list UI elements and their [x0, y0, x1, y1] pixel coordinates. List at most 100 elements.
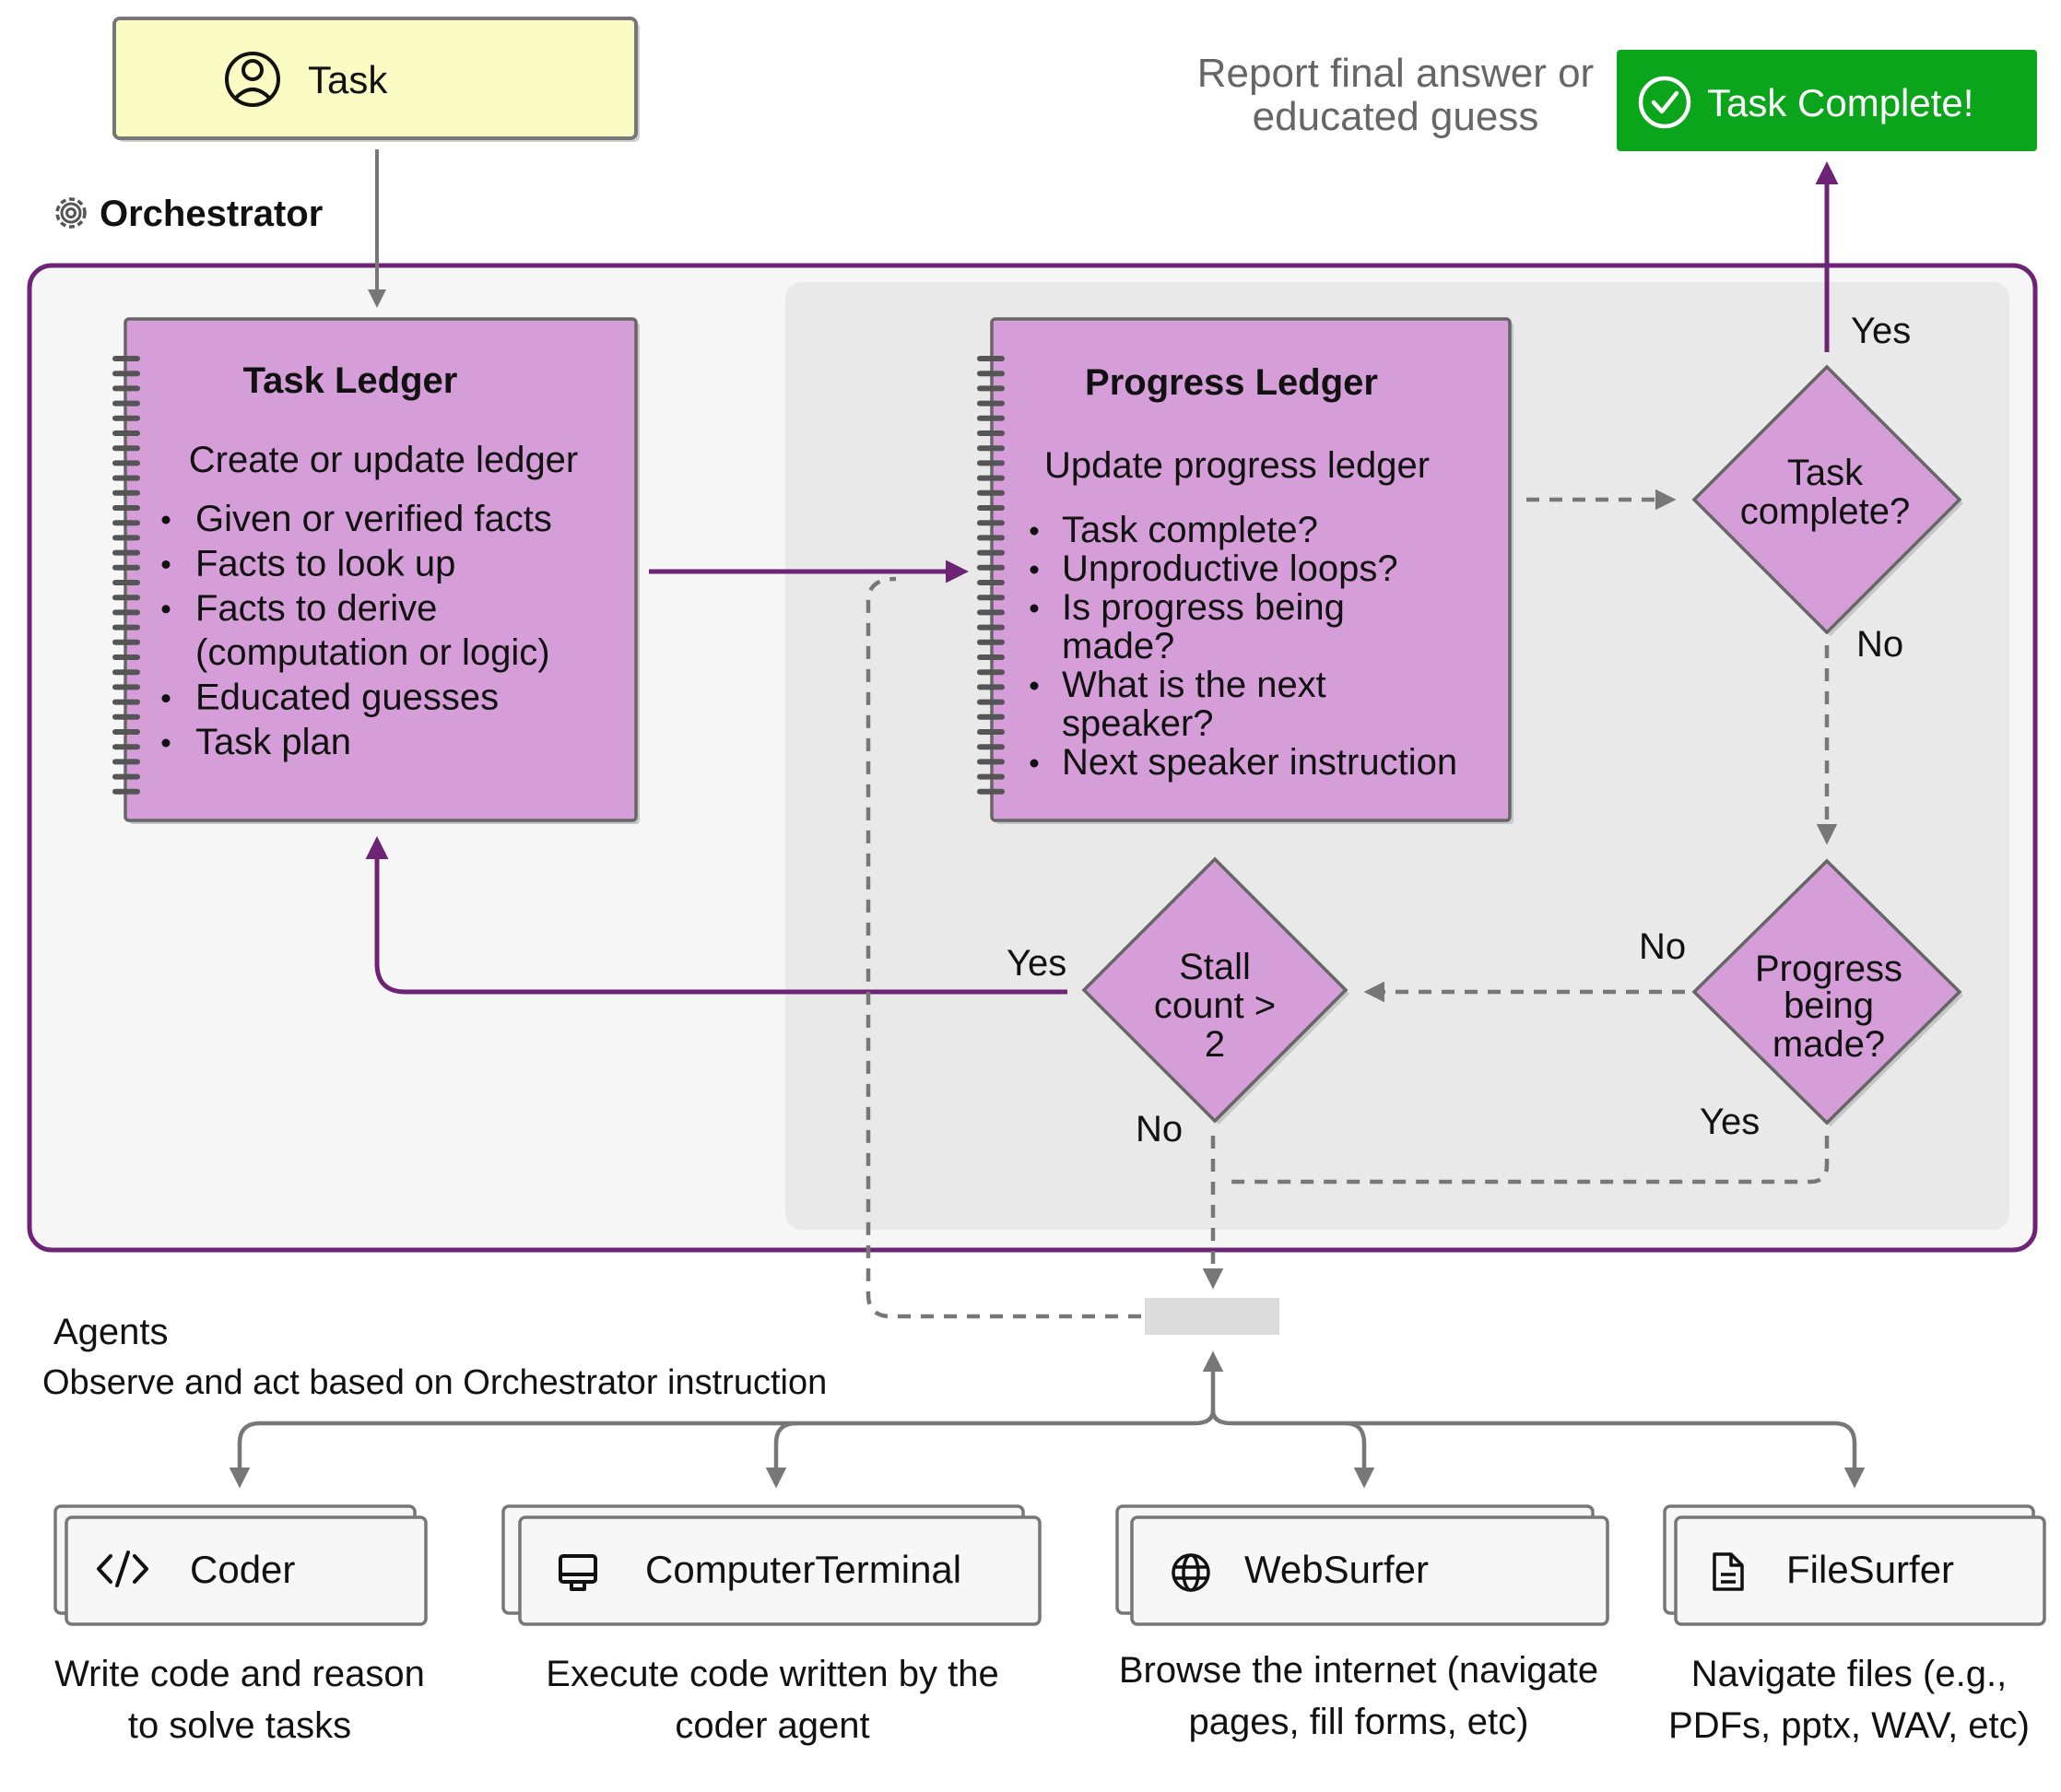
spiral-ring — [112, 744, 140, 750]
spiral-ring — [112, 713, 140, 720]
spiral-ring — [977, 595, 1005, 601]
task-ledger-item: Given or verified facts — [195, 499, 552, 539]
spiral-ring — [977, 699, 1005, 705]
spiral-ring — [112, 654, 140, 660]
agents-title: Agents — [53, 1312, 169, 1352]
orchestrator-label: Orchestrator — [100, 194, 323, 234]
task-ledger-title: Task Ledger — [243, 360, 458, 401]
spiral-ring — [977, 654, 1005, 660]
spiral-ring — [977, 609, 1005, 616]
progress-ledger-list: Task complete?Unproductive loops?Is prog… — [1030, 510, 1457, 783]
spiral-ring — [112, 759, 140, 765]
progress-ledger-subtitle: Update progress ledger — [1044, 445, 1430, 486]
spiral-ring — [977, 505, 1005, 511]
agent-card-computer-terminal: ComputerTerminal — [501, 1504, 1042, 1626]
spiral-ring — [977, 759, 1005, 765]
spiral-ring — [112, 684, 140, 690]
spiral-ring — [112, 475, 140, 481]
spiral-ring — [977, 713, 1005, 720]
spiral-ring — [112, 773, 140, 780]
stall-count-decision: Stall count > 2 — [1081, 856, 1349, 1125]
agent-desc-websurfer-line-1: Browse the internet (navigate — [1119, 1650, 1598, 1691]
progress-ledger-item: What is the next — [1062, 665, 1326, 705]
progress-made-decision-line-1: Progress — [1755, 949, 1902, 989]
spiral-ring — [977, 356, 1005, 361]
spiral-ring — [112, 609, 140, 616]
spiral-ring — [112, 669, 140, 676]
agent-card-websurfer: WebSurfer — [1115, 1504, 1609, 1626]
agent-desc-websurfer-line-2: pages, fill forms, etc) — [1188, 1702, 1528, 1742]
orchestrator-label-group: Orchestrator — [55, 194, 323, 234]
monitor-icon — [559, 1554, 597, 1591]
spiral-ring — [112, 489, 140, 496]
progress-ledger-item: made? — [1062, 626, 1174, 666]
progress-ledger-item: Unproductive loops? — [1062, 548, 1398, 589]
edge-label-progress-yes: Yes — [1700, 1102, 1760, 1142]
progress-ledger-node: Progress Ledger Update progress ledger T… — [977, 317, 1513, 824]
spiral-ring — [112, 371, 140, 377]
spiral-ring — [977, 624, 1005, 631]
progress-made-decision-line-3: made? — [1772, 1024, 1885, 1065]
spiral-ring — [112, 445, 140, 452]
arrow-agent-response-loop — [866, 576, 1141, 1319]
spiral-ring — [977, 669, 1005, 676]
user-icon — [225, 52, 280, 107]
spiral-ring — [112, 505, 140, 511]
agent-desc-coder-line-1: Write code and reason — [54, 1654, 425, 1694]
task-ledger-bullet — [161, 694, 171, 703]
edge-label-complete-yes: Yes — [1851, 311, 1911, 351]
task-ledger-item: (computation or logic) — [195, 632, 550, 673]
spiral-binding — [112, 356, 140, 795]
edge-label-complete-no: No — [1856, 624, 1903, 665]
agent-name: FileSurfer — [1786, 1548, 1954, 1591]
progress-made-decision: Progress being made? — [1691, 858, 1963, 1126]
progress-ledger-bullet — [1030, 604, 1039, 613]
agent-desc-coder-line-2: to solve tasks — [128, 1705, 351, 1746]
agent-desc-terminal-line-2: coder agent — [675, 1705, 869, 1746]
task-complete-label: Task Complete! — [1707, 81, 1973, 124]
task-ledger-bullet — [161, 738, 171, 748]
agents-subtitle: Observe and act based on Orchestrator in… — [42, 1363, 827, 1402]
spiral-ring — [112, 535, 140, 541]
spiral-ring — [112, 788, 140, 795]
spiral-ring — [977, 729, 1005, 735]
spiral-ring — [977, 564, 1005, 571]
globe-icon — [1172, 1553, 1210, 1592]
progress-ledger-item: Is progress being — [1062, 587, 1345, 628]
spiral-ring — [112, 549, 140, 556]
task-ledger-bullet — [161, 605, 171, 614]
spiral-ring — [977, 371, 1005, 377]
file-icon — [1713, 1552, 1744, 1591]
agent-desc-filesurfer-line-1: Navigate files (e.g., — [1691, 1654, 2007, 1694]
progress-ledger-item: speaker? — [1062, 703, 1214, 744]
edge-label-stall-yes: Yes — [1007, 943, 1066, 984]
agent-name: WebSurfer — [1244, 1548, 1429, 1591]
spiral-ring — [112, 430, 140, 436]
task-complete-decision-line-2: complete? — [1740, 491, 1911, 532]
spiral-ring — [112, 624, 140, 631]
spiral-ring — [977, 549, 1005, 556]
stall-count-decision-line-1: Stall — [1179, 947, 1251, 987]
spiral-ring — [112, 385, 140, 392]
spiral-ring — [112, 520, 140, 526]
spiral-ring — [112, 580, 140, 585]
spiral-ring — [977, 684, 1005, 690]
edge-label-stall-no: No — [1136, 1109, 1183, 1149]
spiral-ring — [112, 460, 140, 466]
spiral-ring — [977, 744, 1005, 750]
agent-desc-filesurfer-line-2: PDFs, pptx, WAV, etc) — [1668, 1705, 2030, 1746]
spiral-ring — [112, 595, 140, 601]
spiral-ring — [977, 415, 1005, 421]
progress-ledger-title: Progress Ledger — [1085, 362, 1378, 403]
task-ledger-bullet — [161, 515, 171, 525]
progress-made-decision-line-2: being — [1784, 985, 1874, 1026]
spiral-ring — [977, 639, 1005, 645]
spiral-ring — [977, 773, 1005, 780]
spiral-ring — [977, 400, 1005, 407]
task-ledger-item: Facts to derive — [195, 588, 437, 629]
progress-ledger-bullet — [1030, 526, 1039, 536]
code-icon — [97, 1550, 148, 1587]
